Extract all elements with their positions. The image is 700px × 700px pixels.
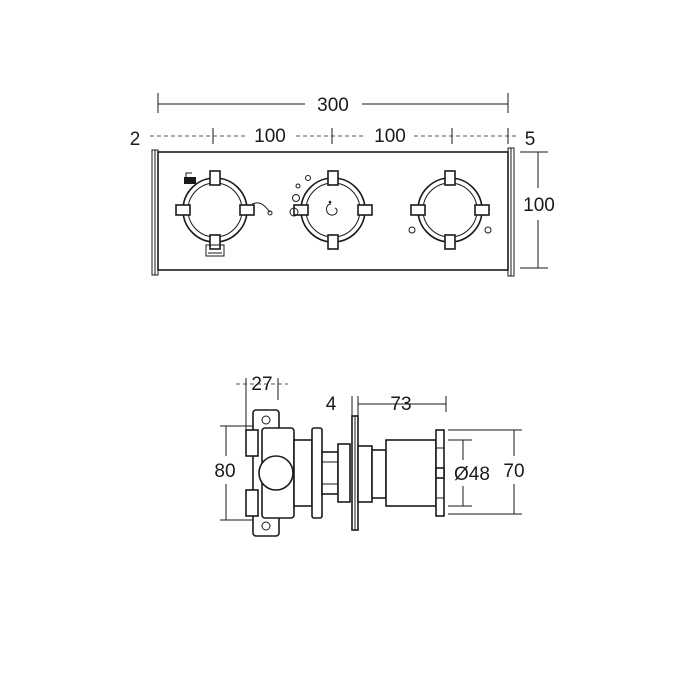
right-offset-label: 5 (525, 129, 536, 150)
handle-left (175, 170, 255, 250)
spacing-right-label: 100 (374, 126, 406, 147)
overhead-shower-icon (205, 244, 225, 257)
overall-width-dimension: 300 (157, 93, 509, 116)
handle-projection-label: 73 (390, 394, 411, 415)
bath-filler-icon (184, 172, 196, 184)
valve-depth-label: 27 (251, 374, 272, 395)
valve-body (245, 409, 351, 537)
spacing-left-label: 100 (254, 126, 286, 147)
body-height-dimension: 80 (214, 425, 258, 521)
shower-hose-icon (251, 202, 273, 216)
height-dimension: 100 (520, 151, 555, 269)
plate-thickness-label: 4 (326, 394, 337, 415)
handle-right (410, 170, 490, 250)
brand-logo-icon (326, 203, 338, 216)
side-view: 27 80 (214, 374, 525, 537)
side-handle (357, 429, 445, 517)
temperature-marks-icon (408, 226, 492, 234)
body-height-label: 80 (214, 461, 235, 482)
handle-middle (293, 170, 373, 250)
front-view: 300 2 100 100 5 100 (130, 93, 555, 277)
faceplate (157, 151, 509, 271)
handle-height-label: 70 (503, 461, 524, 482)
spacing-dimension: 2 100 100 5 (130, 126, 536, 150)
handle-diameter-label: Ø48 (454, 464, 490, 485)
left-offset-label: 2 (130, 129, 141, 150)
overall-width-label: 300 (317, 95, 349, 116)
height-label: 100 (523, 195, 555, 216)
flow-indicator-icon (289, 175, 311, 217)
plate-projection-dimension: 4 73 (326, 394, 447, 418)
handle-size-dimension: Ø48 70 (448, 429, 525, 515)
